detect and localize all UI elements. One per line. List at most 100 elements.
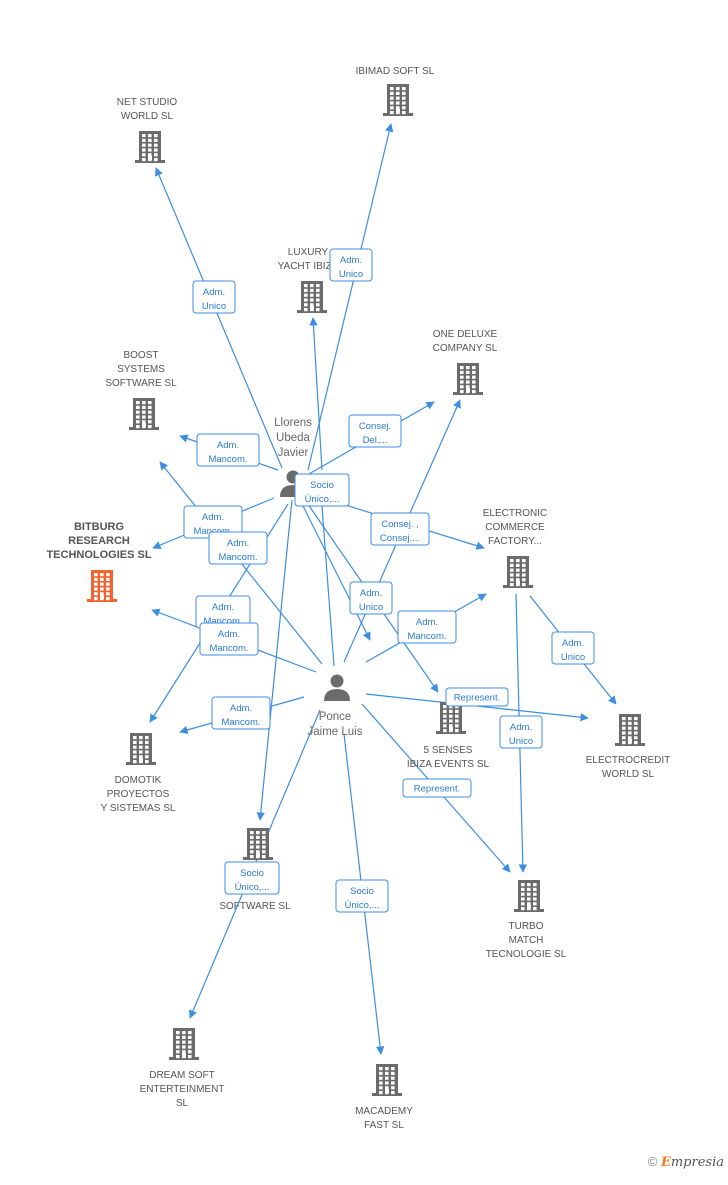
node-label-ponce: Jaime Luis (308, 726, 363, 738)
edge-ponce-to-luxury (316, 479, 335, 667)
edge-label-box[interactable] (445, 687, 509, 707)
edge-label-text: Adm. (416, 617, 438, 628)
brand-initial: E (660, 1155, 671, 1170)
edge-label-ponce-electronic[interactable]: Adm. Mancom. (397, 610, 457, 644)
node-label-turbo: TURBO (509, 921, 544, 932)
node-label-dreamsoft: ENTERTEINMENT (140, 1084, 225, 1095)
footer-brand[interactable]: © Empresia (648, 1154, 724, 1170)
edge-label-text: Mancom. (218, 552, 257, 563)
edge-label-box[interactable] (402, 778, 472, 798)
edge-label-box[interactable] (196, 433, 260, 467)
edge-label-electronic-turbo[interactable]: Adm.Unico (499, 715, 543, 749)
edge-label-llorens-electronic[interactable]: Consej. , Consej.... (370, 512, 430, 546)
edge-label-box[interactable] (499, 715, 543, 749)
edge-label-llorens-software[interactable]: SocioÚnico,... (294, 473, 350, 507)
building-icon (126, 733, 156, 765)
edge-label-ponce-dreamsoft[interactable]: SocioÚnico,... (224, 861, 280, 895)
node-label-software: SOFTWARE SL (219, 901, 291, 912)
edge-label-llorens-ponce[interactable]: Adm.Unico (349, 581, 393, 615)
edge-llorens-to-netstudio (155, 167, 283, 469)
node-label-llorens: Javier (278, 447, 309, 459)
node-label-netstudio: WORLD SL (121, 111, 174, 122)
edge-llorens-to-ibimad (307, 123, 394, 471)
edge-label-text: Mancom. (208, 454, 247, 465)
edge-label-box[interactable] (335, 879, 389, 913)
building-icon (169, 1028, 199, 1060)
edge-label-text: Adm. (562, 638, 584, 649)
edge-label-text: Adm. (212, 602, 234, 613)
edge-label-text: Mancom. (203, 616, 242, 627)
edge-label-box[interactable] (551, 631, 595, 665)
edge-label-electronic-electrocredit[interactable]: Adm.Unico (551, 631, 595, 665)
edge-label-box[interactable] (224, 861, 280, 895)
edge-label-ponce-boost[interactable]: Adm. Mancom. (208, 531, 268, 565)
edge-label-text: Mancom. (407, 631, 446, 642)
edge-label-llorens-netstudio[interactable]: Adm. Unico (192, 280, 236, 314)
edge-label-llorens-ibimad[interactable]: Adm.Unico (329, 248, 373, 282)
node-label-dreamsoft: SL (176, 1098, 189, 1109)
edge-label-box[interactable] (397, 610, 457, 644)
edge-label-llorens-onedeluxe[interactable]: Consej.Del.... (348, 414, 402, 448)
edge-llorens-to-ponce (299, 499, 371, 641)
node-label-domotik: DOMOTIK (115, 775, 162, 786)
edge-label-text: Unico (509, 736, 533, 747)
edge-label-box[interactable] (192, 280, 236, 314)
edge-label-ponce-turbo[interactable]: Represent. (402, 778, 472, 798)
edge-label-text: Socio (350, 886, 374, 897)
edge-label-text: Unico (202, 301, 226, 312)
edge-label-ponce-macademy[interactable]: SocioÚnico,... (335, 879, 389, 913)
node-label-fivesenses: 5 SENSES (424, 745, 473, 756)
edge-label-ponce-bitburg[interactable]: Adm.Mancom. (199, 622, 259, 656)
edge-label-text: Consej.... (380, 533, 420, 544)
node-label-macademy: MACADEMY (355, 1106, 413, 1117)
edge-label-box[interactable] (329, 248, 373, 282)
edge-label-box[interactable] (211, 696, 271, 730)
node-label-electrocredit: ELECTROCREDIT (586, 755, 670, 766)
edge-label-text: Consej. , (381, 519, 419, 530)
edge-label-text: Adm. (360, 588, 382, 599)
node-ibimad[interactable]: IBIMAD SOFT SL (356, 66, 435, 116)
node-label-onedeluxe: COMPANY SL (433, 343, 498, 354)
edge-label-box[interactable] (370, 512, 430, 546)
edge-labels-layer: Adm.UnicoAdm.UnicoConsej.Del....Adm.Manc… (183, 248, 595, 913)
node-label-ibimad: IBIMAD SOFT SL (356, 66, 435, 77)
edge-label-box[interactable] (349, 581, 393, 615)
node-label-turbo: TECNOLOGIE SL (486, 949, 567, 960)
node-software[interactable]: SOFTWARE SL (219, 828, 291, 912)
node-label-llorens: Llorens (274, 417, 312, 429)
building-icon (129, 398, 159, 430)
edge-label-ponce-electrocredit[interactable]: Represent. (445, 687, 509, 707)
edge-label-text: Adm. (227, 538, 249, 549)
node-label-luxury: YACHT IBIZA (278, 261, 339, 272)
node-label-fivesenses: IBIZA EVENTS SL (407, 759, 490, 770)
edge-label-text: Represent. (454, 693, 500, 704)
edge-llorens-to-software (256, 499, 293, 821)
edge-label-box[interactable] (348, 414, 402, 448)
edge-label-ponce-domotik[interactable]: Adm.Mancom. (211, 696, 271, 730)
edge-label-box[interactable] (199, 622, 259, 656)
edge-label-llorens-boost[interactable]: Adm. Mancom. (196, 433, 260, 467)
node-label-electronic: COMMERCE (485, 522, 545, 533)
edge-label-text: Adm. (203, 287, 225, 298)
edge-label-box[interactable] (294, 473, 350, 507)
edge-label-text: Adm. (230, 703, 252, 714)
node-label-boost: BOOST (123, 350, 158, 361)
node-fivesenses[interactable]: 5 SENSES IBIZA EVENTS SL (407, 702, 490, 770)
edge-label-text: Adm. (217, 440, 239, 451)
edge-label-box[interactable] (208, 531, 268, 565)
node-electronic[interactable]: ELECTRONICCOMMERCEFACTORY... (483, 508, 547, 588)
